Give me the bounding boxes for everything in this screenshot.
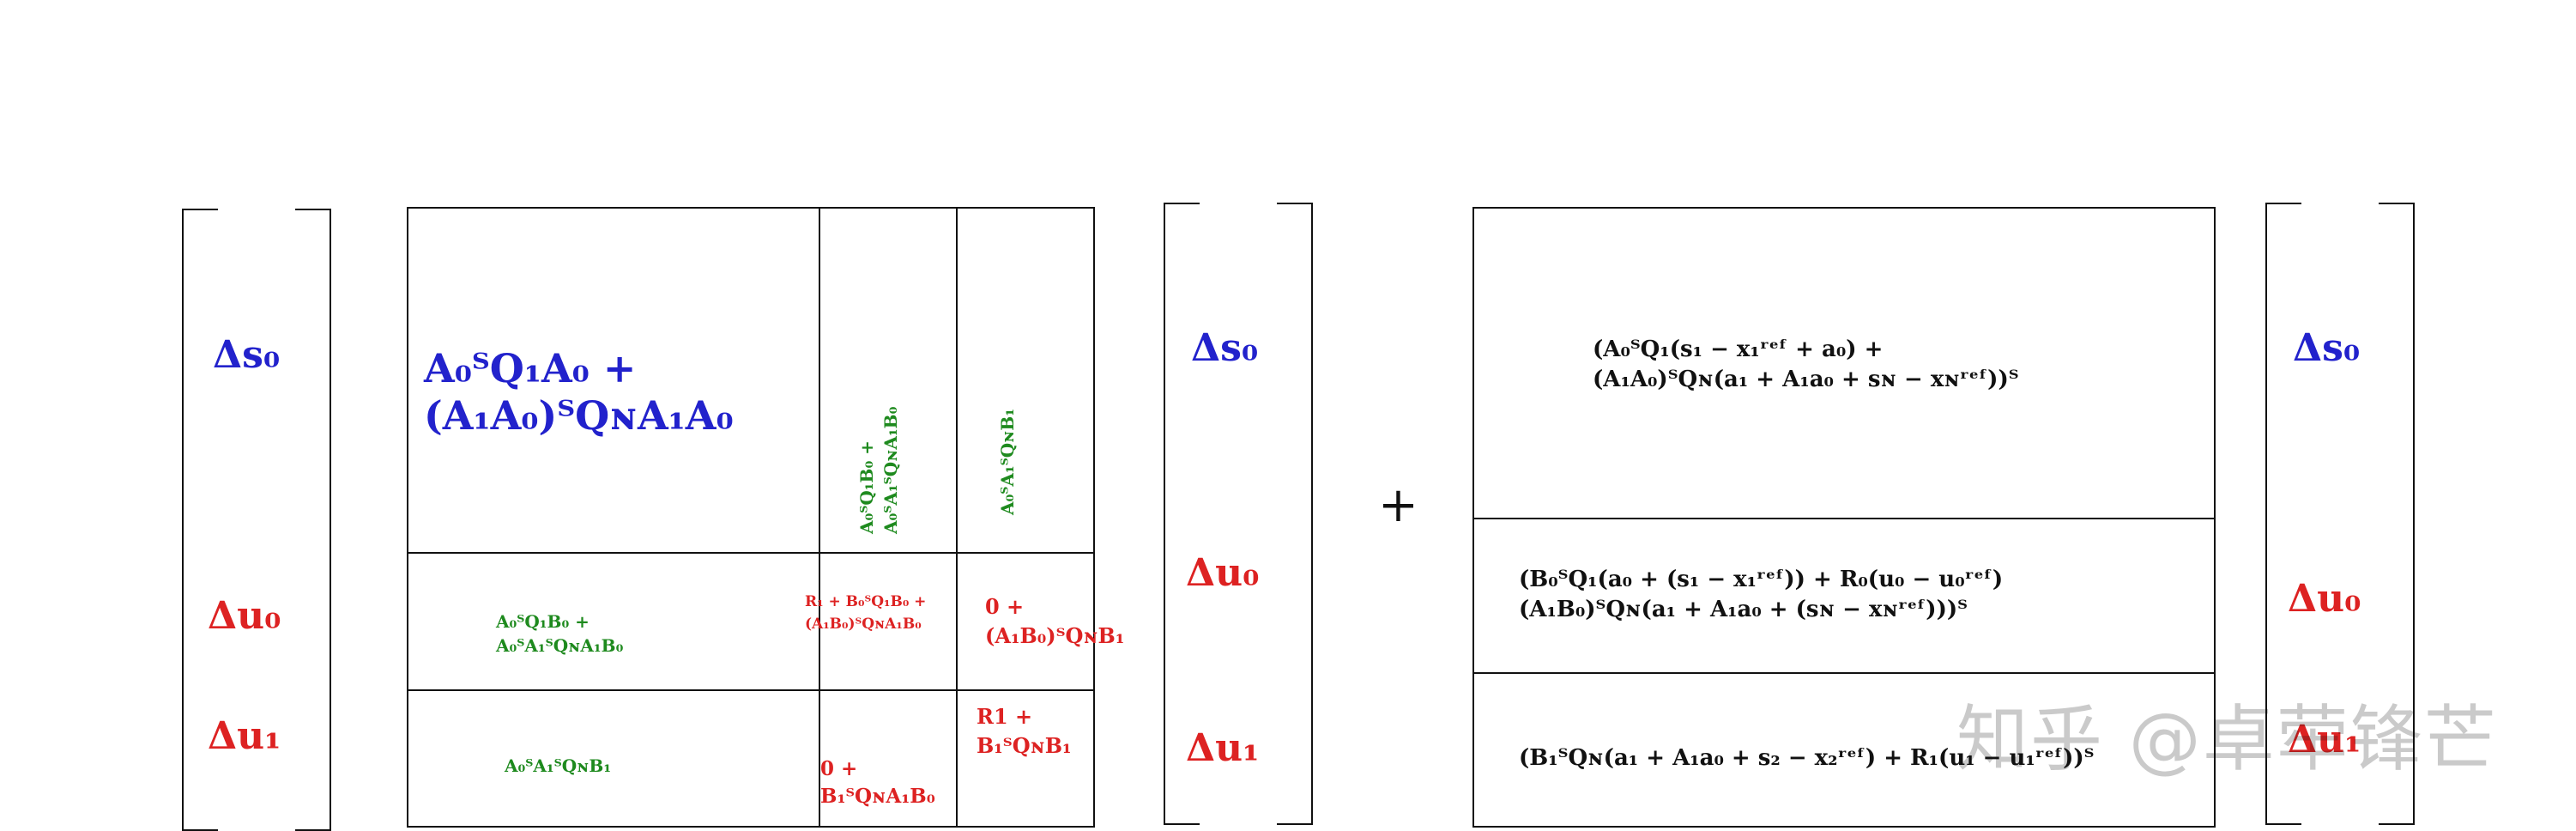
matrix-cell-a23-line2: (A₁B₀)ᵀQɴB₁	[985, 622, 1125, 648]
right-vector-delta-u1: Δu₁	[2288, 718, 2361, 761]
left-vector-delta-s0: Δs₀	[213, 333, 281, 377]
matrix-cell-a32-line2: B₁ᵀQɴA₁B₀	[820, 785, 935, 809]
rhs-row-2-line2: (A₁B₀)ᵀQɴ(a₁ + A₁a₀ + (sɴ − xɴʳᵉᶠ)))ᵀ	[1519, 597, 1968, 623]
mid-vector-delta-u0: Δu₀	[1186, 551, 1260, 595]
matrix-cell-a33-line1: R1 +	[977, 704, 1033, 729]
matrix-cell-a12-line2: A₀ᵀA₁ᵀQɴA₁B₀	[880, 406, 901, 534]
matrix-cell-a21: A₀ᵀQ₁B₀ + A₀ᵀA₁ᵀQɴA₁B₀	[496, 610, 623, 658]
matrix-cell-a11-line2: (A₁A₀)ᵀQɴA₁A₀	[424, 392, 734, 440]
matrix-row-divider-1	[407, 552, 1095, 554]
matrix-cell-a22-line2: (A₁B₀)ᵀQɴA₁B₀	[805, 616, 922, 634]
matrix-cell-a32: 0 + B₁ᵀQɴA₁B₀	[820, 755, 935, 810]
matrix-cell-a33-line2: B₁ᵀQɴB₁	[977, 732, 1072, 758]
matrix-row-divider-2	[407, 689, 1095, 691]
matrix-cell-a13-text: A₀ᵀA₁ᵀQɴB₁	[997, 408, 1018, 515]
matrix-cell-a12: A₀ᵀQ₁B₀ + A₀ᵀA₁ᵀQɴA₁B₀	[855, 407, 903, 534]
rhs-row-3: (B₁ᵀQɴ(a₁ + A₁a₀ + s₂ − x₂ʳᵉᶠ) + R₁(u₁ −…	[1519, 743, 2095, 773]
plus-sign: +	[1378, 477, 1418, 533]
matrix-col-divider-2	[956, 207, 958, 828]
mid-vector-delta-s0: Δs₀	[1191, 326, 1259, 370]
matrix-cell-a33: R1 + B₁ᵀQɴB₁	[977, 702, 1072, 760]
rhs-row-1-line2: (A₁A₀)ᵀQɴ(a₁ + A₁a₀ + sɴ − xɴʳᵉᶠ))ᵀ	[1593, 367, 2019, 393]
matrix-cell-a31: A₀ᵀA₁ᵀQɴB₁	[505, 754, 611, 778]
matrix-col-divider-1	[819, 207, 820, 828]
rhs-row-2: (B₀ᵀQ₁(a₀ + (s₁ − x₁ʳᵉᶠ)) + R₀(u₀ − u₀ʳᵉ…	[1519, 565, 2003, 625]
matrix-cell-a11: A₀ᵀQ₁A₀ + (A₁A₀)ᵀQɴA₁A₀	[424, 345, 734, 440]
matrix-cell-a22: R₁ + B₀ᵀQ₁B₀ + (A₁B₀)ᵀQɴA₁B₀	[805, 591, 926, 636]
matrix-cell-a12-line1: A₀ᵀQ₁B₀ +	[856, 440, 877, 534]
rhs-row-1: (A₀ᵀQ₁(s₁ − x₁ʳᵉᶠ + a₀) + (A₁A₀)ᵀQɴ(a₁ +…	[1593, 335, 2019, 395]
matrix-cell-a21-line2: A₀ᵀA₁ᵀQɴA₁B₀	[496, 635, 624, 656]
mid-vector-bracket-right	[1277, 203, 1313, 825]
matrix-cell-a23: 0 + (A₁B₀)ᵀQɴB₁	[985, 592, 1124, 650]
coefficient-matrix	[407, 207, 1095, 828]
matrix-cell-a11-line1: A₀ᵀQ₁A₀ +	[424, 345, 637, 391]
right-vector-delta-u0: Δu₀	[2288, 577, 2361, 621]
mid-vector-bracket-left	[1164, 203, 1200, 825]
matrix-cell-a31-text: A₀ᵀA₁ᵀQɴB₁	[505, 755, 612, 776]
rhs-row-divider-2	[1472, 672, 2216, 674]
matrix-cell-a21-line1: A₀ᵀQ₁B₀ +	[496, 611, 590, 632]
rhs-row-1-line1: (A₀ᵀQ₁(s₁ − x₁ʳᵉᶠ + a₀) +	[1593, 337, 1884, 362]
matrix-cell-a22-line1: R₁ + B₀ᵀQ₁B₀ +	[805, 593, 927, 610]
rhs-row-2-line1: (B₀ᵀQ₁(a₀ + (s₁ − x₁ʳᵉᶠ)) + R₀(u₀ − u₀ʳᵉ…	[1519, 567, 2004, 592]
right-vector-bracket-left	[2265, 203, 2301, 825]
left-vector-delta-u1: Δu₁	[208, 714, 281, 758]
right-vector-delta-s0: Δs₀	[2293, 326, 2361, 370]
left-vector-bracket-right	[295, 209, 331, 831]
matrix-cell-a23-line1: 0 +	[985, 594, 1025, 619]
right-vector-bracket-right	[2379, 203, 2415, 825]
watermark: 知乎 @卓荦锋芒	[1956, 697, 2498, 781]
rhs-vector-box	[1472, 207, 2216, 828]
matrix-cell-a13: A₀ᵀA₁ᵀQɴB₁	[995, 409, 1019, 515]
rhs-row-divider-1	[1472, 518, 2216, 519]
rhs-row-3-text: (B₁ᵀQɴ(a₁ + A₁a₀ + s₂ − x₂ʳᵉᶠ) + R₁(u₁ −…	[1519, 745, 2095, 771]
mid-vector-delta-u1: Δu₁	[1186, 726, 1260, 770]
left-vector-delta-u0: Δu₀	[208, 594, 281, 638]
matrix-cell-a32-line1: 0 +	[820, 757, 858, 780]
